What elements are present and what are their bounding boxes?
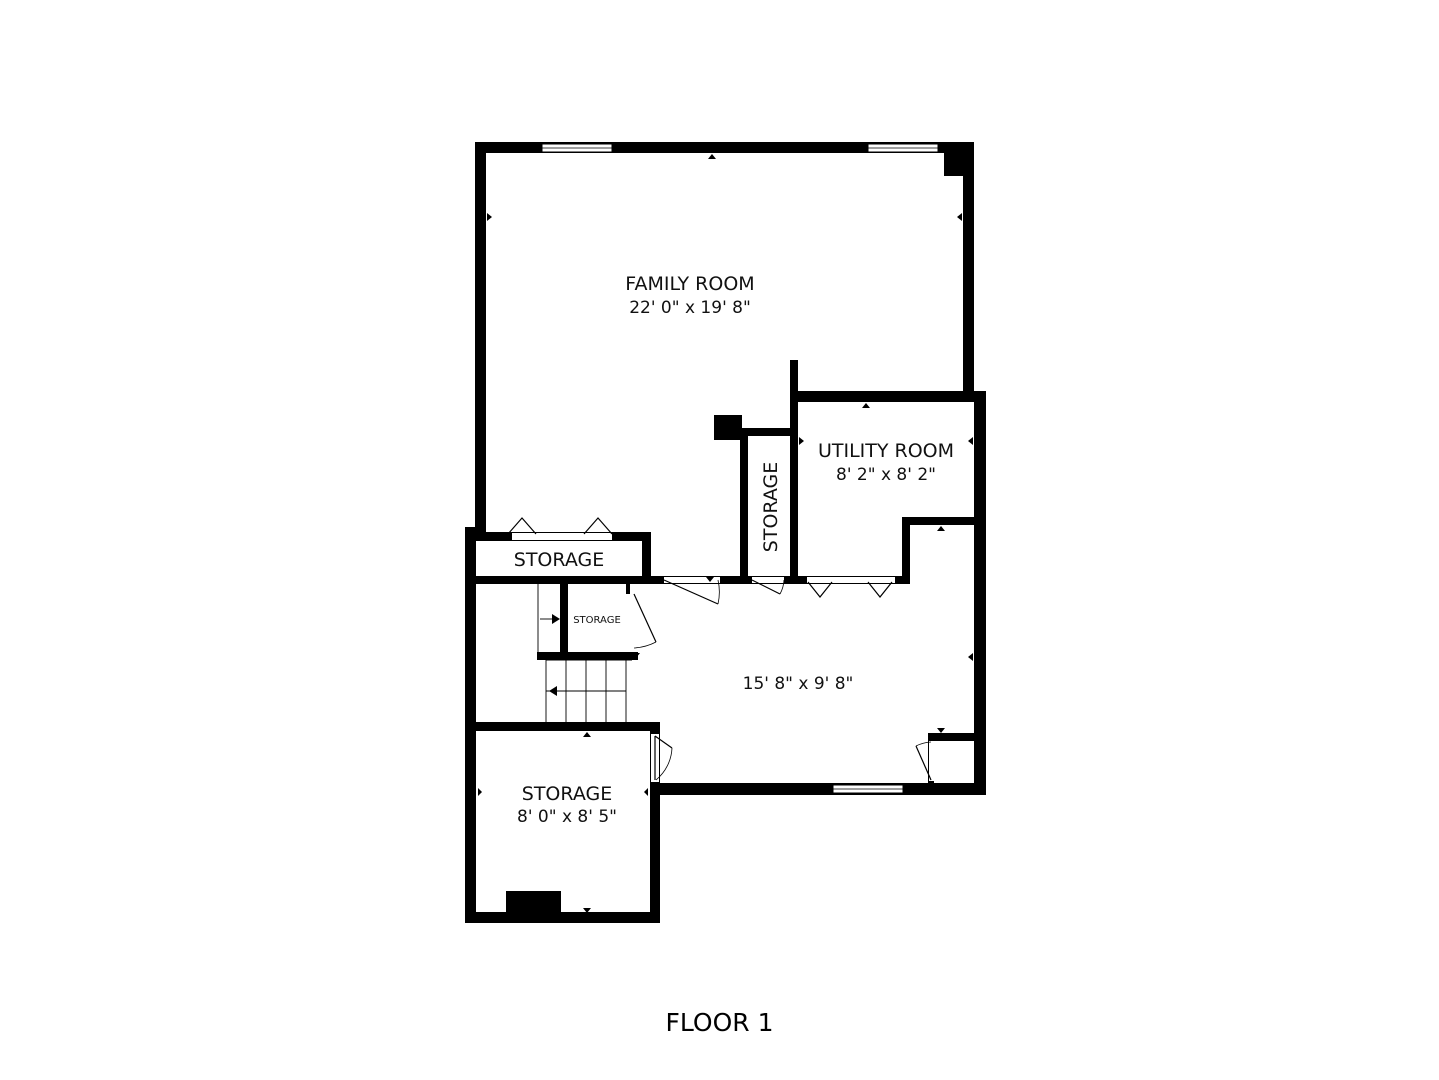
doors [507, 517, 932, 781]
wall-right-outer [974, 391, 986, 795]
family-room-size: 22' 0" x 19' 8" [629, 298, 751, 318]
wall-storage-small-right [626, 580, 630, 594]
corner-column [944, 142, 974, 176]
walls [465, 142, 986, 923]
storage-bottom-size: 8' 0" x 8' 5" [517, 807, 617, 827]
storage-upper-left-name: STORAGE [514, 549, 604, 571]
room-labels: FAMILY ROOM 22' 0" x 19' 8" UTILITY ROOM… [514, 273, 954, 827]
door-hall [663, 579, 719, 605]
wall-family-top [475, 142, 974, 153]
wall-stairs-bottom [465, 722, 657, 731]
wall-utility-bottom [902, 517, 986, 525]
wall-storage-bottom-right [650, 722, 660, 923]
wall-storage-ul-right [642, 532, 651, 584]
storage-vertical-name: STORAGE [760, 462, 782, 552]
storage-small-name: STORAGE [573, 615, 621, 626]
door-storage-v [751, 579, 781, 595]
storage-bottom-name: STORAGE [522, 783, 612, 805]
family-room-name: FAMILY ROOM [625, 273, 754, 295]
bifold-door-right [583, 517, 613, 535]
wall-storage-v-top [740, 428, 798, 436]
utility-room-name: UTILITY ROOM [818, 440, 954, 462]
bifold-utility-left [807, 581, 833, 598]
door-closet-br [915, 745, 932, 781]
wall-storage-small-bottom [537, 652, 638, 660]
wall-family-right [963, 142, 974, 396]
bifold-utility-right [867, 581, 893, 598]
central-room-size: 15' 8" x 9' 8" [743, 674, 854, 694]
windows [541, 143, 939, 794]
door-storage-small [633, 593, 657, 643]
door-storage-bottom [654, 735, 673, 749]
column-block [714, 415, 742, 440]
wall-utility-top [790, 391, 986, 402]
wall-closet-br-top [928, 733, 978, 741]
wall-storage-bottom-floor [465, 912, 660, 923]
wall-utility-step [902, 517, 910, 584]
bottom-block [506, 891, 561, 913]
dimension-ticks [478, 154, 973, 913]
stairs [537, 584, 632, 722]
wall-storage-small-left [560, 580, 568, 660]
floor-label: FLOOR 1 [665, 1008, 774, 1037]
wall-storage-v-left [740, 428, 748, 584]
wall-central-bottom [650, 783, 986, 795]
utility-room-size: 8' 2" x 8' 2" [836, 465, 936, 485]
bifold-door-left [507, 517, 537, 535]
wall-utility-left [790, 360, 798, 584]
wall-family-left [475, 142, 486, 537]
